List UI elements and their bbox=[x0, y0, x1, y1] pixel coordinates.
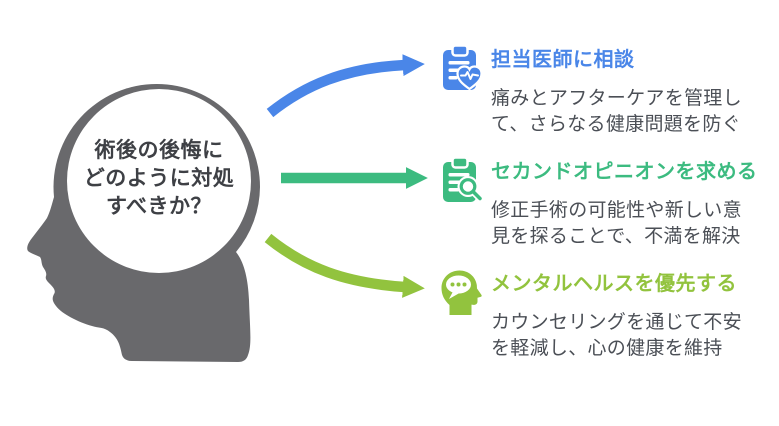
arrow-to-consult-doctor bbox=[266, 54, 425, 118]
option-consult-doctor: 担当医師に相談 痛みとアフターケアを管理し て、さらなる健康問題を防ぐ bbox=[438, 44, 779, 138]
option-mental-health: メンタルヘルスを優先する カウンセリングを通じて不安 を軽減し、心の健康を維持 bbox=[438, 268, 779, 362]
option-second-opinion: セカンドオピニオンを求める 修正手術の可能性や新しい意 見を探ることで、不満を解… bbox=[438, 156, 779, 250]
option-title-second-opinion: セカンドオピニオンを求める bbox=[491, 161, 758, 183]
option-desc-consult-doctor: 痛みとアフターケアを管理し て、さらなる健康問題を防ぐ bbox=[491, 88, 742, 135]
arrow-to-mental-health bbox=[264, 233, 425, 298]
clipboard-magnifier-icon bbox=[443, 156, 484, 202]
option-desc-mental-health: カウンセリングを通じて不安 を軽減し、心の健康を維持 bbox=[491, 312, 742, 359]
option-title-mental-health: メンタルヘルスを優先する bbox=[491, 273, 737, 295]
thought-circle bbox=[67, 89, 251, 273]
option-title-consult-doctor: 担当医師に相談 bbox=[491, 49, 635, 71]
option-desc-second-opinion: 修正手術の可能性や新しい意 見を探ることで、不満を解決 bbox=[491, 200, 742, 247]
central-question: 術後の後悔に どのように対処 すべきか？ bbox=[83, 139, 235, 218]
head-speech-bubble-icon bbox=[441, 270, 482, 315]
clipboard-heart-pulse-icon bbox=[443, 44, 483, 91]
